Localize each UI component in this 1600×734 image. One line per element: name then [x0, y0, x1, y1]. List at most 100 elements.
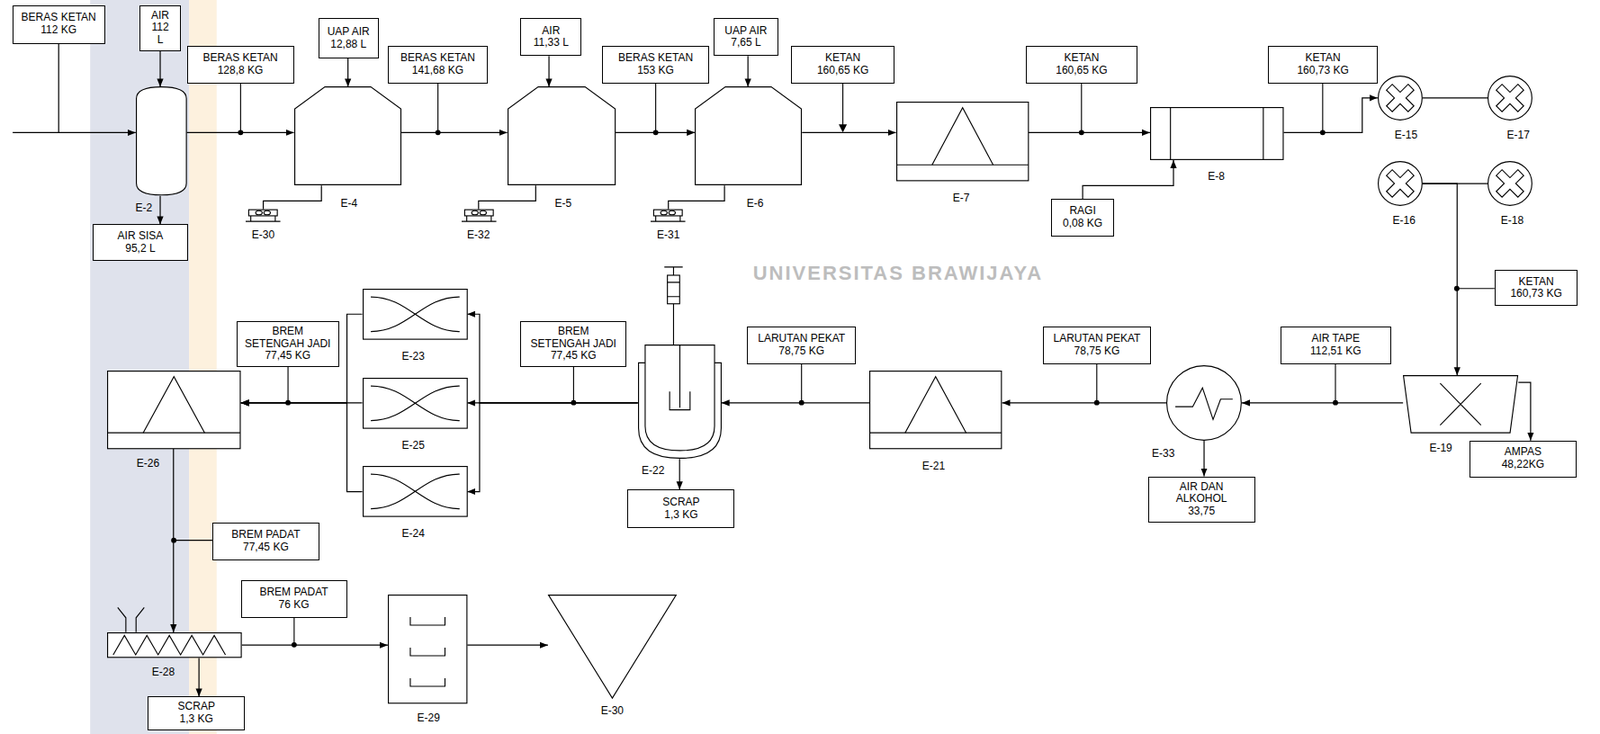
- cross-mark: [1386, 84, 1414, 112]
- circX-outline: [1488, 75, 1533, 120]
- stream-box: AIR SISA 95,2 L: [92, 224, 188, 261]
- stream-box: KETAN 160,73 KG: [1267, 45, 1377, 84]
- trays-outline: [387, 595, 467, 704]
- equipment-symbol: E-30: [548, 594, 677, 700]
- dryer-outline: [896, 164, 1028, 166]
- leader-line: [1096, 364, 1097, 404]
- leader-line: [1456, 287, 1495, 289]
- steamer-outline: [294, 87, 401, 186]
- stream-line: [721, 402, 870, 404]
- reactor-outline: [645, 345, 715, 451]
- stream-line: [401, 132, 508, 134]
- equipment-symbol: E-21: [869, 370, 1002, 450]
- press-symbol: [1402, 375, 1519, 434]
- dryer-symbol: [869, 370, 1002, 450]
- stream-line: [187, 132, 295, 134]
- equipment-symbol: E-25: [362, 377, 468, 430]
- steamer-symbol: [294, 86, 402, 186]
- stream-box: BERAS KETAN 112 KG: [12, 5, 106, 45]
- stream-label: BERAS KETAN 112 KG: [17, 11, 100, 37]
- fan-symbol: [650, 208, 686, 223]
- equipment-tag: E-22: [641, 465, 665, 478]
- steamer-symbol: [507, 86, 616, 186]
- equipment-tag: E-7: [952, 192, 971, 206]
- stream-line: [747, 55, 749, 87]
- leader-line: [573, 367, 575, 404]
- mixer-symbol: [362, 466, 468, 518]
- equipment-tag: E-30: [601, 706, 624, 720]
- equipment-tag: E-8: [1207, 170, 1225, 184]
- equipment-symbol: E-24: [362, 466, 468, 518]
- mixer-outline: [362, 467, 468, 518]
- stream-label: KETAN 160,65 KG: [815, 52, 872, 78]
- stream-line: [1203, 440, 1205, 477]
- stream-line: [1422, 97, 1489, 99]
- stream-label: BREM PADAT 77,45 KG: [223, 529, 309, 555]
- equipment-tag: E-29: [417, 713, 441, 727]
- dryer-symbol: [107, 370, 242, 450]
- circX-symbol: [1377, 75, 1423, 121]
- leader-line: [800, 364, 802, 404]
- equipment-symbol: E-23: [362, 288, 468, 341]
- stream-label: AIR DAN ALKOHOL 33,75: [1162, 481, 1241, 519]
- dryer-outline: [107, 431, 241, 433]
- fan-blade: [669, 211, 676, 216]
- equipment-tag: E-18: [1501, 215, 1524, 228]
- stream-line: [668, 185, 725, 209]
- stream-line: [548, 55, 549, 87]
- hx-symbol: [1166, 365, 1242, 441]
- leader-line: [1334, 364, 1336, 404]
- stream-box: BREM SETENGAH JADI 77,45 KG: [520, 321, 627, 368]
- stream-box: AIR TAPE 112,51 KG: [1280, 326, 1391, 365]
- fan-symbol: [245, 208, 281, 223]
- equipment-symbol: E-28: [107, 632, 243, 658]
- stream-line: [679, 458, 681, 490]
- circX-symbol: [1377, 161, 1423, 207]
- equipment-tag: E-23: [402, 350, 425, 364]
- equipment-tag: E-19: [1429, 442, 1452, 456]
- stream-label: LARUTAN PEKAT 78,75 KG: [1048, 332, 1146, 359]
- mixer-symbol: [362, 377, 468, 430]
- cross-mark: [1496, 84, 1524, 112]
- stream-label: AIR SISA 95,2 L: [108, 230, 172, 256]
- stream-box: BREM PADAT 77,45 KG: [212, 522, 320, 561]
- fan-blade: [661, 211, 668, 216]
- trays-symbol: [387, 594, 468, 704]
- equipment-symbol: E-8: [1150, 107, 1285, 161]
- cross-mark: [1496, 170, 1524, 198]
- leader-line: [437, 83, 439, 133]
- stream-box: BREM SETENGAH JADI 77,45 KG: [236, 321, 340, 368]
- tank-outline: [135, 87, 187, 196]
- stream-line: [198, 657, 200, 697]
- equipment-tag: E-25: [402, 440, 425, 453]
- stream-box: BREM PADAT 76 KG: [241, 580, 348, 619]
- mixer-outline: [362, 288, 468, 340]
- cone-symbol: [548, 594, 677, 700]
- mixer-symbol: [362, 288, 468, 341]
- tray: [410, 617, 446, 626]
- fan-outline: [461, 215, 497, 222]
- stream-line: [1028, 132, 1151, 134]
- dryer-outline: [931, 107, 993, 165]
- stream-line: [347, 58, 349, 88]
- equipment-tag: E-32: [467, 229, 490, 243]
- circX-symbol: [1487, 161, 1533, 207]
- leader-line: [240, 83, 242, 133]
- equipment-symbol: E-6: [694, 86, 802, 186]
- fan-outline: [650, 215, 686, 222]
- equipment-symbol: E-18: [1487, 161, 1533, 207]
- equipment-tag: E-21: [922, 460, 945, 474]
- leader-line: [1080, 83, 1082, 133]
- leader-line: [655, 83, 657, 133]
- leader-line: [842, 83, 844, 127]
- stream-label: BERAS KETAN 153 KG: [612, 52, 699, 78]
- equipment-symbol: E-31: [650, 208, 686, 223]
- equipment-symbol: E-16: [1377, 161, 1423, 207]
- motor-symbol: [667, 275, 681, 305]
- stream-box: AIR DAN ALKOHOL 33,75: [1148, 476, 1256, 523]
- reactor-symbol: [638, 344, 722, 459]
- fan-blade: [263, 211, 270, 216]
- mixer-outline: [362, 377, 468, 429]
- cone-outline: [548, 595, 676, 700]
- equipment-tag: E-24: [402, 528, 425, 541]
